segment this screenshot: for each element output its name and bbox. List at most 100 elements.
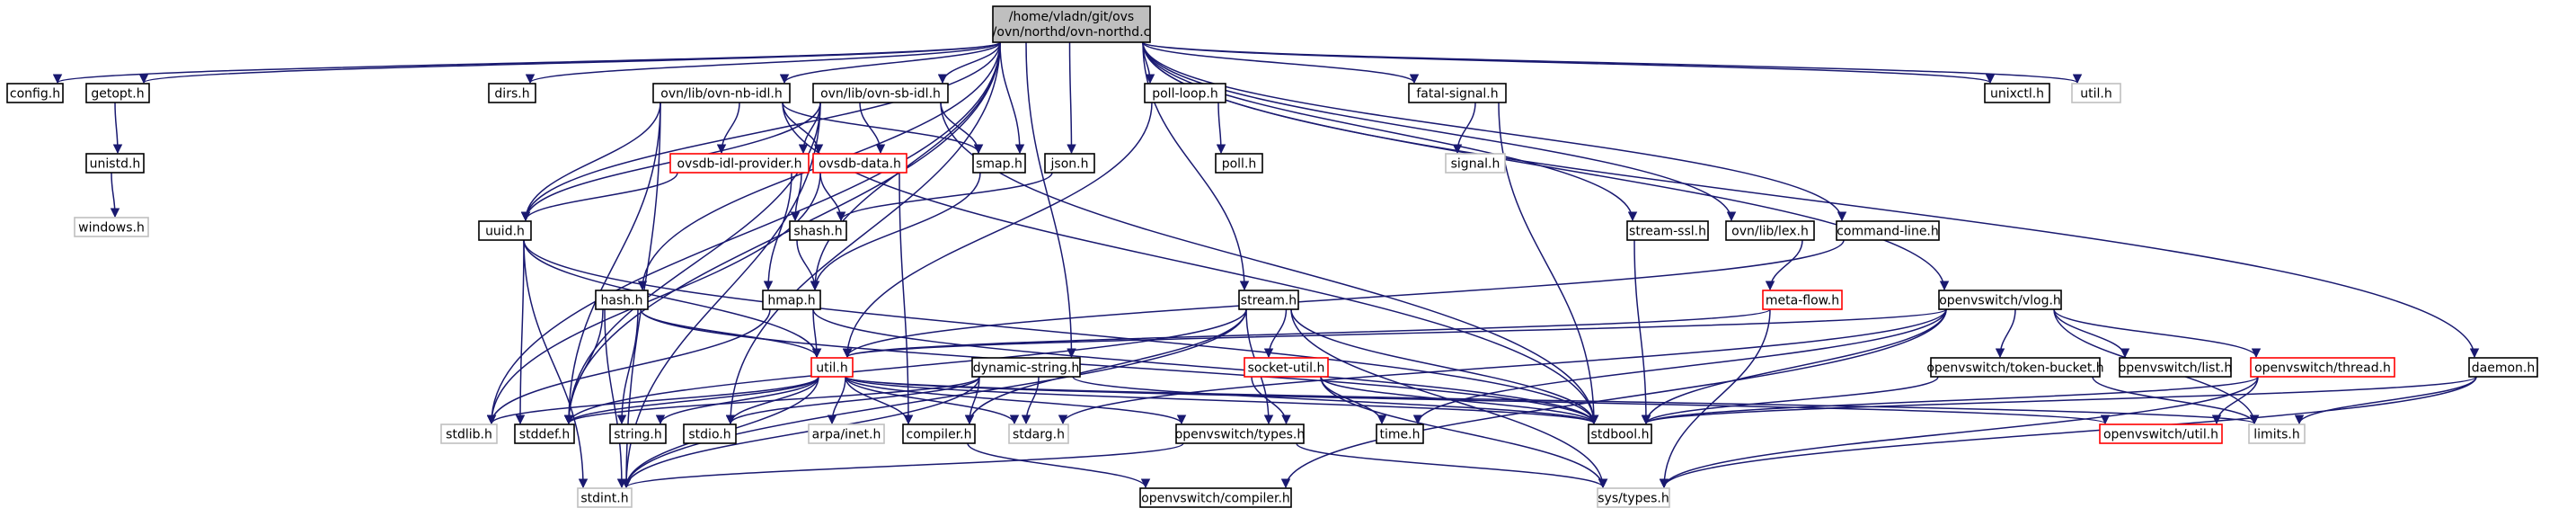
node-signal-h[interactable]: signal.h	[1445, 153, 1506, 174]
node-ovs-util-h[interactable]: openvswitch/util.h	[2099, 423, 2223, 444]
node-label: getopt.h	[91, 87, 144, 102]
node-box	[971, 357, 1081, 378]
node-label: stdio.h	[688, 428, 730, 442]
node-sb-idl-h[interactable]: ovn/lib/ovn-sb-idl.h	[812, 83, 949, 103]
edge-util_h-to-ovs_types_h	[845, 376, 1187, 425]
node-util-h-top[interactable]: util.h	[2071, 83, 2121, 103]
node-util-h[interactable]: util.h	[810, 357, 854, 378]
node-stream-ssl-h[interactable]: stream-ssl.h	[1626, 220, 1709, 241]
node-box	[85, 153, 145, 174]
node-label: command-line.h	[1837, 225, 1939, 239]
edge-meta_flow_h-to-sys_types_h	[1659, 308, 1771, 489]
edge-hmap_h-to-stdlib_h	[486, 308, 771, 425]
node-dirs-h[interactable]: dirs.h	[488, 83, 536, 103]
node-label: stream-ssl.h	[1629, 225, 1706, 239]
node-lex-h[interactable]: ovn/lib/lex.h	[1725, 220, 1815, 241]
edge-shash_h-to-hmap_h	[796, 239, 820, 291]
node-box	[812, 83, 949, 103]
node-box	[1930, 357, 2101, 378]
node-box	[1376, 423, 1424, 444]
node-box	[808, 423, 885, 444]
node-limits-h[interactable]: limits.h	[2248, 423, 2306, 444]
node-list-h[interactable]: openvswitch/list.h	[2119, 357, 2233, 378]
node-ovs-types-h[interactable]: openvswitch/types.h	[1175, 423, 1306, 444]
node-socket-util-h[interactable]: socket-util.h	[1244, 357, 1329, 378]
node-stdlib-h[interactable]: stdlib.h	[440, 423, 498, 444]
node-json-h[interactable]: json.h	[1044, 153, 1095, 174]
node-uuid-h[interactable]: uuid.h	[478, 220, 532, 241]
node-box	[1588, 423, 1652, 444]
node-box	[2099, 423, 2223, 444]
node-time-h[interactable]: time.h	[1376, 423, 1424, 444]
edge-util_h-to-string_h	[655, 376, 819, 425]
node-ovsdb-data-h[interactable]: ovsdb-data.h	[812, 153, 907, 174]
node-stdio-h[interactable]: stdio.h	[683, 423, 737, 444]
node-label: ovn/lib/lex.h	[1731, 225, 1809, 239]
edge-sb_idl_h-to-stddef_h	[563, 102, 821, 425]
node-fatal-signal-h[interactable]: fatal-signal.h	[1408, 83, 1507, 103]
edge-stream_h-to-compiler_h	[964, 308, 1247, 425]
node-vlog-h[interactable]: openvswitch/vlog.h	[1938, 290, 2062, 310]
node-stddef-h[interactable]: stddef.h	[514, 423, 575, 444]
node-unixctl-h[interactable]: unixctl.h	[1984, 83, 2050, 103]
node-arpa-inet-h[interactable]: arpa/inet.h	[808, 423, 885, 444]
node-ovs-compiler-h[interactable]: openvswitch/compiler.h	[1139, 487, 1292, 508]
node-stdint-h[interactable]: stdint.h	[577, 487, 633, 508]
edge-uuid_h-to-stdint_h	[523, 239, 589, 489]
node-label: poll-loop.h	[1152, 87, 1218, 102]
node-config-h[interactable]: config.h	[6, 83, 64, 103]
edge-root-to-command_line_h	[1142, 41, 1847, 222]
node-sys-types-h[interactable]: sys/types.h	[1597, 487, 1670, 508]
node-label: dynamic-string.h	[973, 361, 1079, 376]
node-label: stdbool.h	[1591, 428, 1650, 442]
node-meta-flow-h[interactable]: meta-flow.h	[1762, 290, 1843, 310]
node-box	[1244, 357, 1329, 378]
node-daemon-h[interactable]: daemon.h	[2468, 357, 2538, 378]
node-ovsdb-idl-provider-h[interactable]: ovsdb-idl-provider.h	[669, 153, 810, 174]
edge-nb_idl_h-to-ovsdb_data_h	[782, 102, 824, 155]
node-stdarg-h[interactable]: stdarg.h	[1008, 423, 1069, 444]
node-box	[609, 423, 667, 444]
node-shash-h[interactable]: shash.h	[789, 220, 847, 241]
edge-thread_h-to-sys_types_h	[1659, 376, 2259, 489]
node-label: openvswitch/util.h	[2103, 428, 2218, 442]
node-windows-h[interactable]: windows.h	[74, 217, 149, 237]
node-unistd-h[interactable]: unistd.h	[85, 153, 145, 174]
edge-dynamic_string_h-to-stdint_h	[621, 376, 980, 489]
root-node-ovn-northd-c[interactable]: /home/vladn/git/ovs /ovn/northd/ovn-nort…	[992, 5, 1151, 43]
node-hash-h[interactable]: hash.h	[595, 290, 649, 310]
node-nb-idl-h[interactable]: ovn/lib/ovn-nb-idl.h	[652, 83, 791, 103]
node-label: ovsdb-idl-provider.h	[677, 157, 801, 172]
node-token-bucket-h[interactable]: openvswitch/token-bucket.h	[1926, 357, 2104, 378]
node-compiler-h[interactable]: compiler.h	[902, 423, 976, 444]
node-hmap-h[interactable]: hmap.h	[762, 290, 821, 310]
node-getopt-h[interactable]: getopt.h	[85, 83, 150, 103]
node-poll-loop-h[interactable]: poll-loop.h	[1144, 83, 1226, 103]
node-label: openvswitch/list.h	[2119, 361, 2233, 376]
edge-util_h-to-arpa_inet_h	[827, 376, 846, 425]
node-label: hmap.h	[767, 294, 815, 308]
node-stream-h[interactable]: stream.h	[1238, 290, 1299, 310]
node-box	[85, 83, 150, 103]
edge-smap_h-to-hmap_h	[810, 172, 981, 291]
node-thread-h[interactable]: openvswitch/thread.h	[2250, 357, 2395, 378]
edge-socket_util_h-to-ovs_types_h	[1251, 376, 1291, 425]
node-box	[972, 153, 1026, 174]
node-smap-h[interactable]: smap.h	[972, 153, 1026, 174]
node-string-h[interactable]: string.h	[609, 423, 667, 444]
node-dynamic-string-h[interactable]: dynamic-string.h	[971, 357, 1081, 378]
edge-root-to-sb_idl_h	[937, 41, 1001, 85]
edge-ovsdb_idl_provider_h-to-hmap_h	[763, 172, 792, 291]
node-stdbool-h[interactable]: stdbool.h	[1588, 423, 1652, 444]
node-box	[2071, 83, 2121, 103]
edge-dynamic_string_h-to-stdarg_h	[1021, 376, 1040, 425]
node-poll-h[interactable]: poll.h	[1215, 153, 1263, 174]
edge-root-to-smap_h	[999, 41, 1025, 155]
edge-nb_idl_h-to-stddef_h	[563, 102, 661, 425]
node-box	[1836, 220, 1940, 241]
node-command-line-h[interactable]: command-line.h	[1836, 220, 1940, 241]
edge-nb_idl_h-to-ovsdb_idl_provider_h	[716, 102, 740, 155]
node-box	[595, 290, 649, 310]
edge-util_h-to-ovs_util_h	[845, 376, 2110, 425]
node-box	[1984, 83, 2050, 103]
